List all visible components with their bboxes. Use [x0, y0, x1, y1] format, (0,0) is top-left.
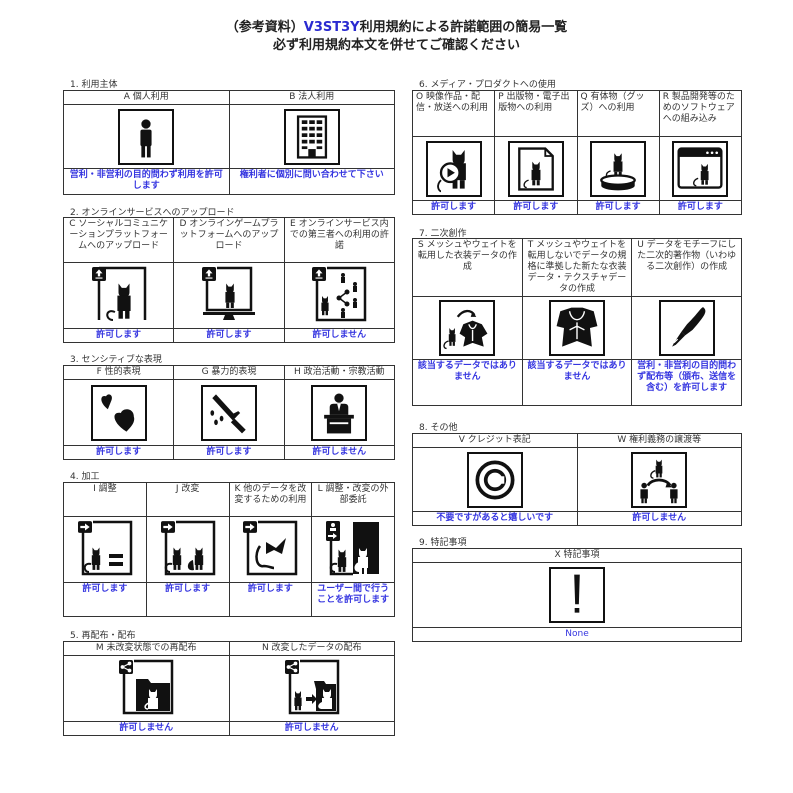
item-header-d: D オンラインゲームプラットフォームへのアップロード: [173, 217, 285, 263]
item-status-n: 許可しません: [228, 721, 395, 736]
section-table-9: X 特記事項 None: [412, 548, 742, 642]
pen-icon: [658, 300, 715, 356]
section-label-3: 3. センシティブな表現: [70, 355, 162, 365]
section-table-4: I 調整 J 改変 K 他のデータを改変するための利用 L 調整・改変の外部委託…: [63, 482, 395, 617]
section-label-1: 1. 利用主体: [70, 80, 118, 90]
modify-icon: [160, 520, 216, 576]
item-header-l: L 調整・改変の外部委託: [311, 482, 395, 517]
item-header-v: V クレジット表記: [412, 433, 578, 448]
upload-sns-icon: [91, 266, 147, 322]
item-header-c: C ソーシャルコミュニケーションプラットフォームへのアップロード: [62, 217, 175, 263]
cloth-convert-icon: [439, 300, 496, 356]
item-status-r: 許可します: [658, 200, 743, 215]
item-status-m: 許可しません: [63, 721, 230, 736]
podium-icon: [311, 384, 368, 441]
item-header-q: Q 有体物（グッズ）への利用: [576, 90, 660, 137]
section-label-2: 2. オンラインサービスへのアップロード: [70, 208, 235, 218]
section-label-6: 6. メディア・プロダクトへの使用: [419, 80, 556, 90]
title-suffix: 利用規約による許諾範囲の簡易一覧: [359, 20, 568, 35]
item-header-o: O 映像作品・配信・放送への利用: [411, 90, 496, 137]
item-status-l: ユーザー間で行うことを許可します: [311, 582, 395, 617]
item-status-q: 許可します: [576, 200, 660, 215]
item-header-h: H 政治活動・宗教活動: [283, 365, 396, 380]
title-accent: V3ST3Y: [303, 20, 360, 35]
item-status-k: 許可します: [228, 582, 313, 617]
item-header-b: B 法人利用: [228, 90, 395, 105]
item-header-w: W 権利義務の譲渡等: [576, 433, 742, 448]
item-header-n: N 改変したデータの配布: [228, 641, 395, 656]
item-status-u: 営利・非営利の目的問わず配布等（頒布、送信を含む）を許可します: [631, 359, 742, 406]
item-header-p: P 出版物・電子出版物への利用: [494, 90, 578, 137]
item-status-a: 営利・非営利の目的問わず利用を許可します: [63, 168, 230, 195]
item-status-f: 許可します: [62, 445, 175, 460]
item-status-p: 許可します: [494, 200, 578, 215]
item-status-o: 許可します: [411, 200, 496, 215]
knife-icon: [200, 384, 257, 441]
item-status-j: 許可します: [145, 582, 230, 617]
item-header-f: F 性的表現: [62, 365, 175, 380]
item-status-b: 権利者に個別に問い合わせて下さい: [228, 168, 395, 195]
section-table-6: O 映像作品・配信・放送への利用 P 出版物・電子出版物への利用 Q 有体物（グ…: [411, 90, 743, 215]
item-header-e: E オンラインサービス内での第三者への利用の許諾: [283, 217, 396, 263]
person-icon: [118, 108, 175, 165]
section-table-2: C ソーシャルコミュニケーションプラットフォームへのアップロード D オンライン…: [62, 217, 396, 343]
item-status-s: 該当するデータではありません: [412, 359, 523, 406]
upload-game-icon: [201, 266, 257, 322]
section-label-4: 4. 加工: [70, 472, 100, 482]
item-header-a: A 個人利用: [63, 90, 230, 105]
section-table-7: S メッシュやウェイトを転用した衣装データの作成 T メッシュやウェイトを転用し…: [412, 238, 742, 406]
transfer-icon: [631, 451, 688, 508]
page-subtitle: 必ず利用規約本文を併せてご確認ください: [272, 38, 520, 53]
publication-icon: [507, 140, 564, 197]
item-header-x: X 特記事項: [412, 548, 742, 563]
item-status-x: None: [412, 627, 742, 642]
item-header-u: U データをモチーフにした二次的著作物（いわゆる二次創作）の作成: [631, 238, 742, 297]
adjust-icon: [77, 520, 133, 576]
redistribute-icon: [118, 659, 174, 715]
item-header-s: S メッシュやウェイトを転用した衣装データの作成: [412, 238, 523, 297]
building-icon: [283, 108, 340, 165]
title-prefix: （参考資料）: [225, 20, 304, 35]
section-label-8: 8. その他: [419, 423, 458, 433]
item-status-e: 許可しません: [283, 328, 396, 343]
reuse-icon: [242, 520, 298, 576]
item-status-h: 許可しません: [283, 445, 396, 460]
item-status-v: 不要ですがあると嬉しいです: [412, 511, 578, 526]
distribute-modified-icon: [284, 659, 340, 715]
section-label-7: 7. 二次創作: [419, 229, 467, 239]
item-header-k: K 他のデータを改変するための利用: [228, 482, 313, 517]
hearts-icon: [90, 384, 147, 441]
outsource-icon: [325, 520, 381, 576]
item-status-t: 該当するデータではありません: [521, 359, 633, 406]
section-table-3: F 性的表現 G 暴力的表現 H 政治活動・宗教活動 許可します 許可します 許…: [62, 365, 396, 460]
item-header-t: T メッシュやウェイトを転用しないでデータの規格に準拠した新たな衣装データ・テク…: [521, 238, 633, 297]
item-header-g: G 暴力的表現: [173, 365, 285, 380]
item-status-g: 許可します: [173, 445, 285, 460]
section-table-1: A 個人利用 B 法人利用 営利・非営利の目的問わず利用を許可します 権利者に個…: [63, 90, 395, 195]
item-header-j: J 改変: [145, 482, 230, 517]
section-label-9: 9. 特記事項: [419, 538, 467, 548]
exclamation-icon: [549, 567, 605, 623]
page-title: （参考資料）V3ST3Y利用規約による許諾範囲の簡易一覧: [0, 19, 793, 36]
item-header-m: M 未改変状態での再配布: [63, 641, 230, 656]
goods-icon: [590, 140, 647, 197]
item-status-d: 許可します: [173, 328, 285, 343]
software-icon: [672, 140, 729, 197]
copyright-icon: [466, 451, 523, 508]
video-icon: [425, 140, 482, 197]
cloth-icon: [548, 300, 605, 356]
item-status-w: 許可しません: [576, 511, 742, 526]
item-header-i: I 調整: [63, 482, 147, 517]
section-label-5: 5. 再配布・配布: [70, 631, 136, 641]
item-header-r: R 製品開発等のためのソフトウェアへの組み込み: [658, 90, 743, 137]
upload-share-icon: [311, 266, 367, 322]
section-table-8: V クレジット表記 W 権利義務の譲渡等 不要ですがあると嬉しいです 許可しませ…: [412, 433, 742, 526]
section-table-5: M 未改変状態での再配布 N 改変したデータの配布 許可しません 許可しません: [63, 641, 395, 736]
item-status-i: 許可します: [63, 582, 147, 617]
item-status-c: 許可します: [62, 328, 175, 343]
